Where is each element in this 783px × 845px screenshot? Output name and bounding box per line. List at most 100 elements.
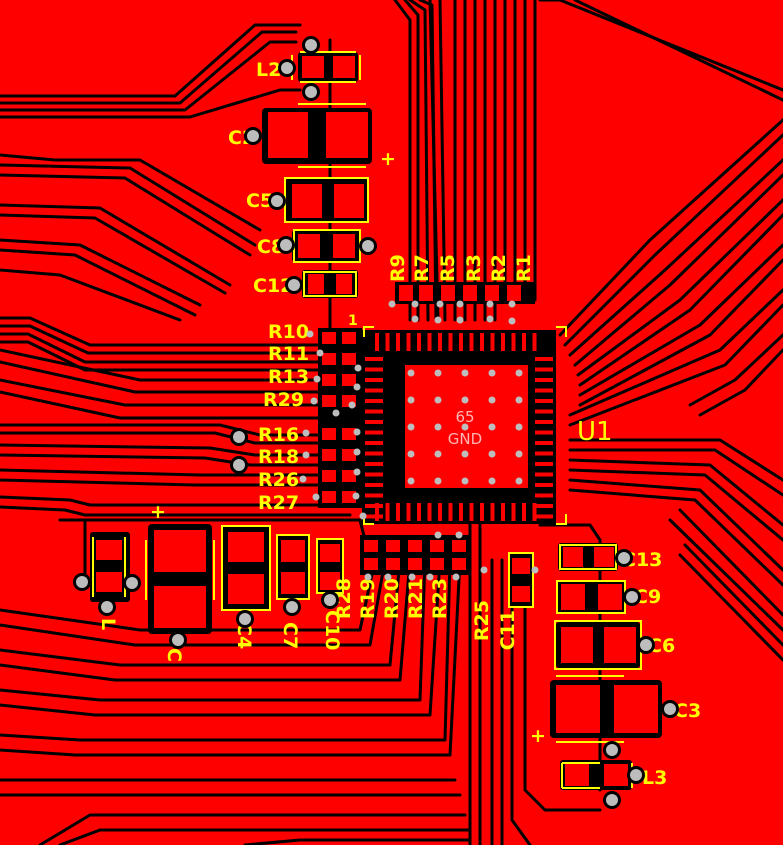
via [332, 409, 340, 417]
pad-via [461, 450, 469, 458]
r9-label: R9 [387, 254, 409, 282]
u1-pin [396, 333, 400, 351]
pad-number: 65 [455, 408, 474, 426]
via [362, 240, 374, 252]
u1-pin [535, 462, 553, 466]
r1-label: R1 [513, 254, 535, 282]
pad-via [407, 369, 415, 377]
component-c12: C12 [253, 270, 358, 298]
l2-label: L2 [256, 59, 281, 81]
pad-via [515, 396, 523, 404]
u1-pin [535, 367, 553, 372]
c-polarity-plus: + [150, 501, 166, 523]
component-c4: C4 [221, 525, 271, 649]
via [353, 448, 361, 456]
u1-pin [427, 503, 432, 521]
component-c11 [508, 552, 534, 608]
via [233, 459, 245, 471]
via [288, 279, 300, 291]
c6-label: C6 [648, 635, 675, 657]
pad-via [515, 369, 523, 377]
via [436, 300, 444, 308]
u1-pin [365, 462, 383, 466]
via [531, 566, 539, 574]
u1-pin [365, 441, 383, 445]
component-c7: C7 [276, 534, 310, 649]
u1-pin [535, 420, 553, 424]
vias [73, 36, 679, 809]
u1-pin [365, 420, 383, 424]
u1-pin [535, 472, 553, 477]
u1-pin [535, 430, 553, 435]
pad-via [407, 423, 415, 431]
via [486, 315, 494, 323]
via [664, 703, 676, 715]
via [305, 39, 317, 51]
component-c8: C8 [257, 229, 361, 263]
u1-pin [535, 409, 553, 414]
via [324, 594, 336, 606]
component-c6: C6 [554, 620, 675, 670]
u1-pin [511, 333, 516, 351]
u1-pin [365, 378, 383, 382]
u1-pin [417, 333, 421, 351]
via [271, 195, 283, 207]
u1-pin [480, 333, 484, 351]
via [408, 573, 416, 581]
via [480, 566, 488, 574]
c3-polarity-plus: + [530, 725, 546, 747]
u1-pin [535, 399, 553, 403]
pad-via [434, 450, 442, 458]
pad-via [434, 369, 442, 377]
u1-pin [535, 493, 553, 498]
via [352, 492, 360, 500]
c7-label: C7 [279, 622, 301, 649]
via [310, 397, 318, 405]
r25-label: R25 [471, 600, 493, 641]
pad-via [461, 423, 469, 431]
u1-pin [365, 451, 383, 456]
c9-label: C9 [634, 586, 661, 608]
pad-via [488, 396, 496, 404]
u1-pins [365, 333, 553, 521]
u1-pin [469, 333, 474, 351]
u1-ic: 65 GND 1 U1 [348, 313, 613, 525]
via [247, 130, 259, 142]
l-label: L [97, 618, 119, 630]
u1-pin [490, 503, 495, 521]
via [353, 428, 361, 436]
r29-label: R29 [263, 389, 304, 411]
u1-pin [511, 503, 516, 521]
u1-pin [365, 483, 383, 487]
u1-pin [501, 503, 505, 521]
r3-label: R3 [463, 254, 485, 282]
via [364, 573, 372, 581]
via [388, 300, 396, 308]
u1-pin [535, 388, 553, 393]
u1-pin [501, 333, 505, 351]
pad-via [488, 423, 496, 431]
component-c10: C10 [316, 538, 344, 650]
via [316, 349, 324, 357]
via [359, 512, 367, 520]
r26-label: R26 [258, 469, 299, 491]
u1-pin [448, 503, 453, 521]
c3-label: C3 [674, 700, 701, 722]
pad-via [407, 477, 415, 485]
r11-label: R11 [268, 343, 309, 365]
u1-pin [535, 483, 553, 487]
via [281, 62, 293, 74]
via [630, 769, 642, 781]
c12-label: C12 [253, 275, 293, 297]
via [306, 330, 314, 338]
via [299, 475, 307, 483]
left-resistors: R10 R11 R13 R29 R16 R18 R26 R27 [258, 321, 362, 514]
pin1-marker: 1 [348, 313, 358, 329]
pad-via [461, 396, 469, 404]
r16-label: R16 [258, 424, 299, 446]
via [384, 573, 392, 581]
u1-pin [427, 333, 432, 351]
c11-label: C11 [497, 610, 519, 650]
